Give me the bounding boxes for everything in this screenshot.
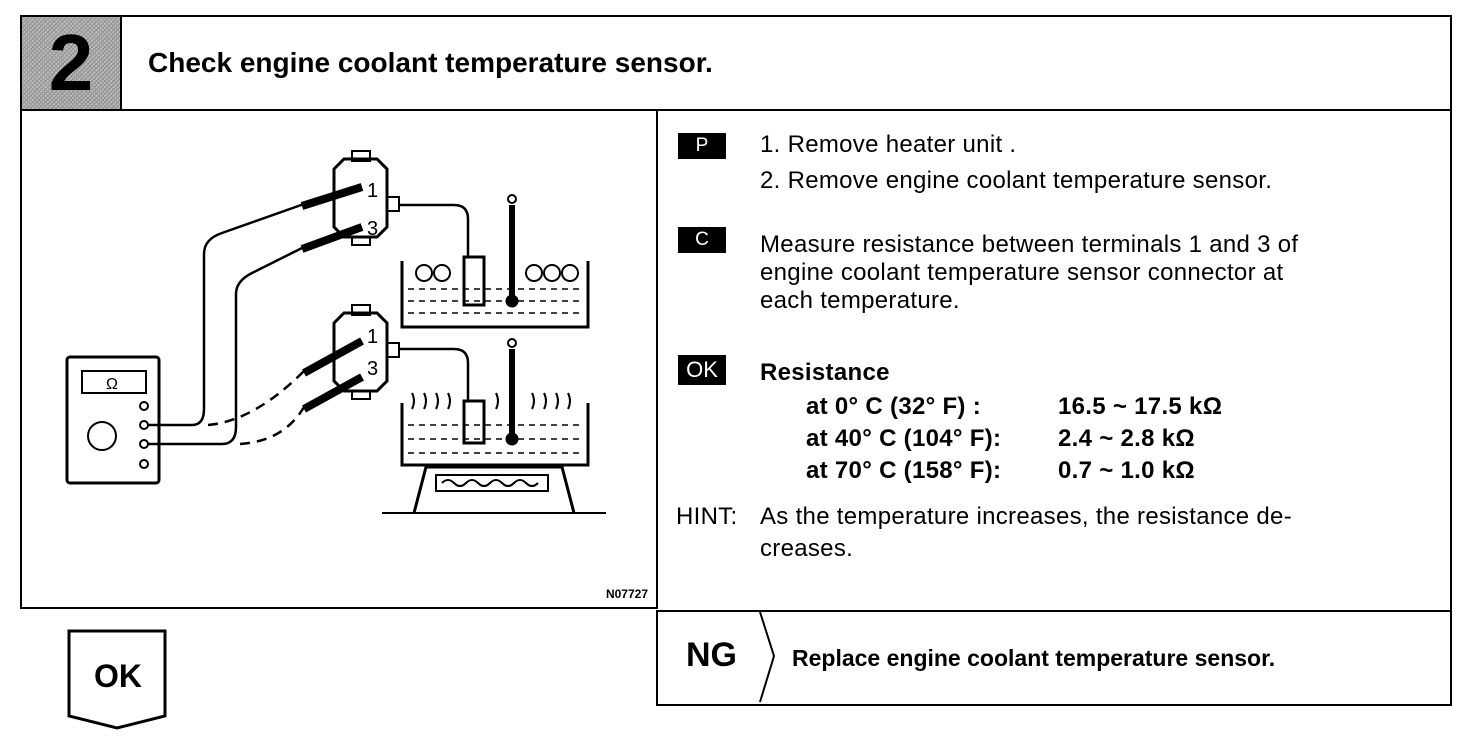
check-line-1: Measure resistance between terminals 1 a… — [760, 231, 1299, 258]
ohmmeter-body — [65, 355, 161, 485]
resistance-row-2-label: at 40° C (104° F): — [806, 425, 1002, 452]
terminal-label-1b: 1 — [367, 326, 378, 348]
test-lead-1 — [148, 202, 305, 427]
check-line-2: engine coolant temperature sensor connec… — [760, 259, 1284, 286]
ng-arrow-divider — [759, 611, 776, 703]
step-number-badge: 2 — [22, 17, 122, 109]
hint-line-1: As the temperature increases, the resist… — [760, 503, 1292, 530]
step-number: 2 — [48, 18, 94, 107]
ng-action-text: Replace engine coolant temperature senso… — [792, 645, 1276, 671]
procedure-panel: P 1. Remove heater unit . 2. Remove engi… — [656, 109, 1452, 612]
resistance-row-3-label: at 70° C (158° F): — [806, 457, 1002, 484]
ohmmeter-dial — [87, 421, 117, 451]
hint-line-2: creases. — [760, 535, 854, 562]
terminal-label-3a: 3 — [367, 218, 378, 240]
sensor-test-diagram: 1 3 1 3 Ω — [65, 150, 606, 514]
water-bath-lower — [400, 403, 590, 467]
sensor-connector-upper — [332, 157, 389, 239]
sensor-connector-lower — [332, 311, 389, 393]
ok-label: OK — [94, 658, 142, 694]
water-bath-upper — [400, 261, 590, 329]
test-lead-dashed-1 — [207, 370, 305, 427]
resistance-row-1-label: at 0° C (32° F) : — [806, 393, 981, 420]
illustration-panel: 1 3 1 3 Ω N07727 — [20, 109, 658, 609]
figure-code: N07727 — [605, 587, 648, 601]
ohm-symbol: Ω — [106, 376, 118, 393]
step-title: Check engine coolant temperature sensor. — [148, 47, 713, 78]
ok-arrow-badge — [67, 629, 167, 730]
check-tag: C — [678, 227, 726, 253]
ok-tag: OK — [678, 355, 726, 385]
prep-step-2: 2. Remove engine coolant temperature sen… — [760, 167, 1273, 194]
check-line-3: each temperature. — [760, 287, 960, 314]
prep-step-1: 1. Remove heater unit . — [760, 131, 1017, 158]
terminal-label-1a: 1 — [367, 180, 378, 202]
ng-result-box: NG Replace engine coolant temperature se… — [656, 610, 1452, 706]
ohmmeter-display — [81, 370, 147, 394]
resistance-row-3-value: 0.7 ~ 1.0 kΩ — [1058, 457, 1195, 484]
prep-tag: P — [678, 133, 726, 159]
test-lead-2 — [148, 245, 305, 446]
resistance-row-1-value: 16.5 ~ 17.5 kΩ — [1058, 393, 1223, 420]
hint-label: HINT: — [676, 503, 738, 530]
ng-label: NG — [686, 636, 737, 674]
step-header: 2 Check engine coolant temperature senso… — [20, 15, 1452, 111]
resistance-row-2-value: 2.4 ~ 2.8 kΩ — [1058, 425, 1195, 452]
terminal-label-3b: 3 — [367, 358, 378, 380]
test-lead-dashed-2 — [239, 406, 306, 446]
resistance-title: Resistance — [760, 359, 890, 386]
heater-stand — [412, 465, 576, 514]
